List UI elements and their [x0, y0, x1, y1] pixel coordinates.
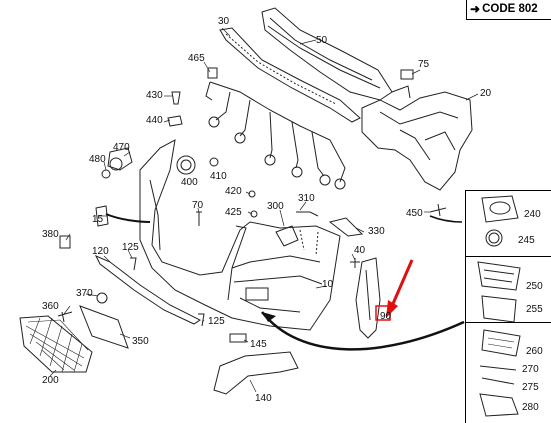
part-label-450: 450 [406, 208, 423, 219]
part-label-470: 470 [113, 142, 130, 153]
part-90-drawing [355, 257, 381, 339]
part-440-drawing [167, 115, 183, 127]
code-label: CODE 802 [482, 3, 538, 15]
part-470-drawing [107, 147, 133, 171]
part-120-drawing [94, 255, 201, 325]
part-275-drawing [481, 377, 515, 385]
part-label-360: 360 [42, 301, 59, 312]
part-label-380: 380 [42, 229, 59, 240]
part-430-drawing [171, 91, 181, 105]
part-250-drawing [477, 261, 521, 291]
part-360-drawing [57, 311, 73, 323]
part-30-drawing [219, 27, 361, 123]
part-label-330: 330 [368, 226, 385, 237]
part-10-drawing [139, 139, 341, 331]
inset-panel-240 [465, 190, 551, 257]
part-label-125-upper: 125 [122, 242, 139, 253]
part-label-125-lower: 125 [208, 316, 225, 327]
part-270-drawing [479, 365, 517, 371]
part-410-drawing [209, 157, 219, 167]
part-label-200: 200 [42, 375, 59, 386]
part-350-drawing [79, 305, 129, 349]
part-420-drawing [248, 190, 256, 198]
part-20-drawing [361, 91, 473, 191]
part-label-120: 120 [92, 246, 109, 257]
part-330-drawing [328, 217, 364, 237]
part-280-drawing [479, 393, 519, 417]
arrow-icon: ➜ [470, 2, 481, 16]
part-label-50: 50 [316, 35, 328, 46]
part-label-70: 70 [192, 200, 204, 211]
part-label-245: 245 [518, 235, 535, 246]
part-label-30: 30 [218, 16, 230, 27]
part-465-drawing [209, 81, 346, 183]
flow-arrow-bottom [261, 311, 465, 351]
part-label-240: 240 [524, 209, 541, 220]
part-label-350: 350 [132, 336, 149, 347]
part-label-280: 280 [522, 402, 539, 413]
part-label-10: 10 [322, 279, 334, 290]
part-label-15: 15 [92, 214, 104, 225]
part-label-370: 370 [76, 288, 93, 299]
part-380-drawing [59, 235, 71, 249]
part-label-420: 420 [225, 186, 242, 197]
part-480-drawing [101, 169, 111, 179]
part-450-drawing [429, 203, 447, 217]
part-260-drawing [481, 329, 521, 357]
part-label-140: 140 [255, 393, 272, 404]
part-50-drawing [261, 7, 393, 101]
part-300-drawing [275, 225, 299, 247]
part-400-drawing [176, 155, 196, 175]
flow-arrow-450 [429, 215, 463, 223]
part-label-40: 40 [354, 245, 366, 256]
part-label-255: 255 [526, 304, 543, 315]
inset-panel-250 [465, 256, 551, 323]
part-label-250: 250 [526, 281, 543, 292]
part-200-drawing [19, 315, 93, 373]
part-label-425: 425 [225, 207, 242, 218]
part-label-260: 260 [526, 346, 543, 357]
part-label-300: 300 [267, 201, 284, 212]
part-245-drawing [485, 229, 503, 247]
part-label-20: 20 [480, 88, 492, 99]
part-label-90: 90 [380, 311, 392, 322]
part-370-drawing [96, 292, 108, 304]
part-label-410: 410 [210, 171, 227, 182]
part-310-drawing [296, 211, 319, 217]
part-140-drawing [213, 351, 299, 395]
part-label-480: 480 [89, 154, 106, 165]
part-label-275: 275 [522, 382, 539, 393]
code-label-box: ➜ CODE 802 [466, 0, 551, 20]
part-label-145: 145 [250, 339, 267, 350]
part-15-drawing [95, 205, 109, 227]
part-145-drawing [229, 333, 247, 343]
highlight-arrow [390, 259, 414, 307]
part-75-drawing [400, 69, 414, 80]
part-240-drawing [481, 195, 519, 223]
inset-panel-260 [465, 322, 551, 423]
part-label-430: 430 [146, 90, 163, 101]
part-70-drawing [196, 211, 202, 226]
part-label-400: 400 [181, 177, 198, 188]
part-label-465: 465 [188, 53, 205, 64]
flow-arrow-15 [105, 213, 151, 223]
part-425-drawing [250, 210, 258, 218]
part-label-75: 75 [418, 59, 430, 70]
part-label-270: 270 [522, 364, 539, 375]
part-125-drawing [130, 257, 205, 327]
part-label-440: 440 [146, 115, 163, 126]
part-label-310: 310 [298, 193, 315, 204]
